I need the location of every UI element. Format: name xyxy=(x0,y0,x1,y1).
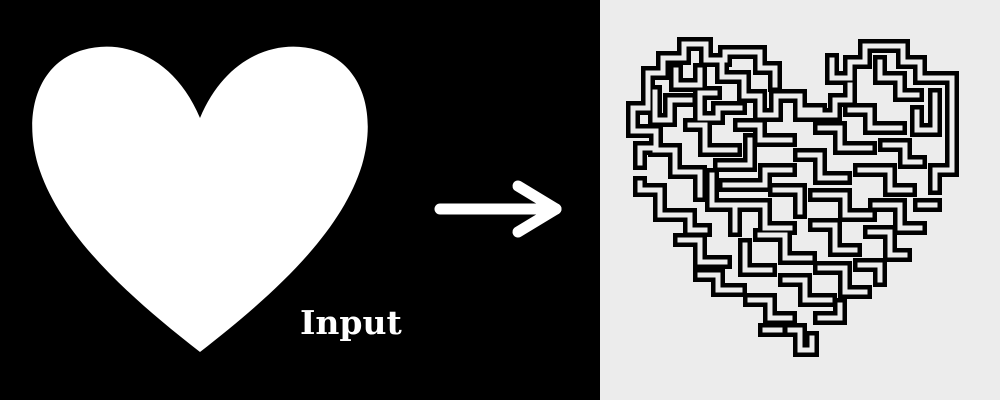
maze-corridor-channel xyxy=(772,187,803,215)
maze-corridor-channel xyxy=(847,107,903,131)
maze-corridor-channel xyxy=(757,232,813,261)
maze-corridor-channel xyxy=(782,277,833,303)
maze-corridor-channel xyxy=(812,222,858,253)
maze-corridor-channel xyxy=(797,152,848,181)
maze-corridor-channel xyxy=(722,167,793,188)
heart-icon xyxy=(32,46,368,352)
maze-corridor-channel xyxy=(709,172,738,233)
maze-corridor-channel xyxy=(747,297,793,321)
maze-corridor-channel xyxy=(673,67,703,88)
maze-corridor-channel xyxy=(687,122,738,153)
maze-corridor-channel xyxy=(737,202,793,231)
maze-corridor-channel xyxy=(882,142,923,165)
maze-corridor-channel xyxy=(932,112,955,191)
maze-corridor-channel xyxy=(787,327,815,353)
maze-corridor-channel xyxy=(797,82,853,118)
maze-corridor-channel xyxy=(812,192,873,218)
input-label: Input xyxy=(300,303,402,342)
maze-corridor-channel xyxy=(877,59,920,98)
maze-corridor-channel xyxy=(637,180,708,233)
maze-corridor-channel xyxy=(872,202,923,231)
maze-corridor-channel xyxy=(817,265,868,295)
arrow-right-icon xyxy=(434,180,562,238)
maze-corridor-channel xyxy=(757,93,823,118)
maze-corridor-channel xyxy=(829,43,906,81)
maze-corridor-channel xyxy=(697,272,743,293)
maze-corridor-channel xyxy=(900,59,955,118)
maze-corridor-channel xyxy=(817,125,873,151)
maze-corridor-channel xyxy=(652,89,693,123)
maze-corridor-channel xyxy=(817,302,843,321)
maze-corridor-channel xyxy=(630,41,763,134)
maze-corridor-channel xyxy=(857,167,913,193)
maze-corridor-channel xyxy=(857,262,883,283)
maze-corridor-channel xyxy=(652,147,703,198)
maze-corridor-channel xyxy=(722,49,778,88)
maze-corridor-channel xyxy=(737,122,793,143)
maze-corridor-channel xyxy=(717,137,753,168)
heart-maze xyxy=(626,37,959,357)
maze-corridor-channel xyxy=(914,92,938,133)
maze-corridor-channel xyxy=(677,237,728,265)
maze-corridor-channel xyxy=(742,242,773,273)
maze-corridor-channel xyxy=(867,229,908,258)
maze-corridor-channel xyxy=(697,90,743,121)
